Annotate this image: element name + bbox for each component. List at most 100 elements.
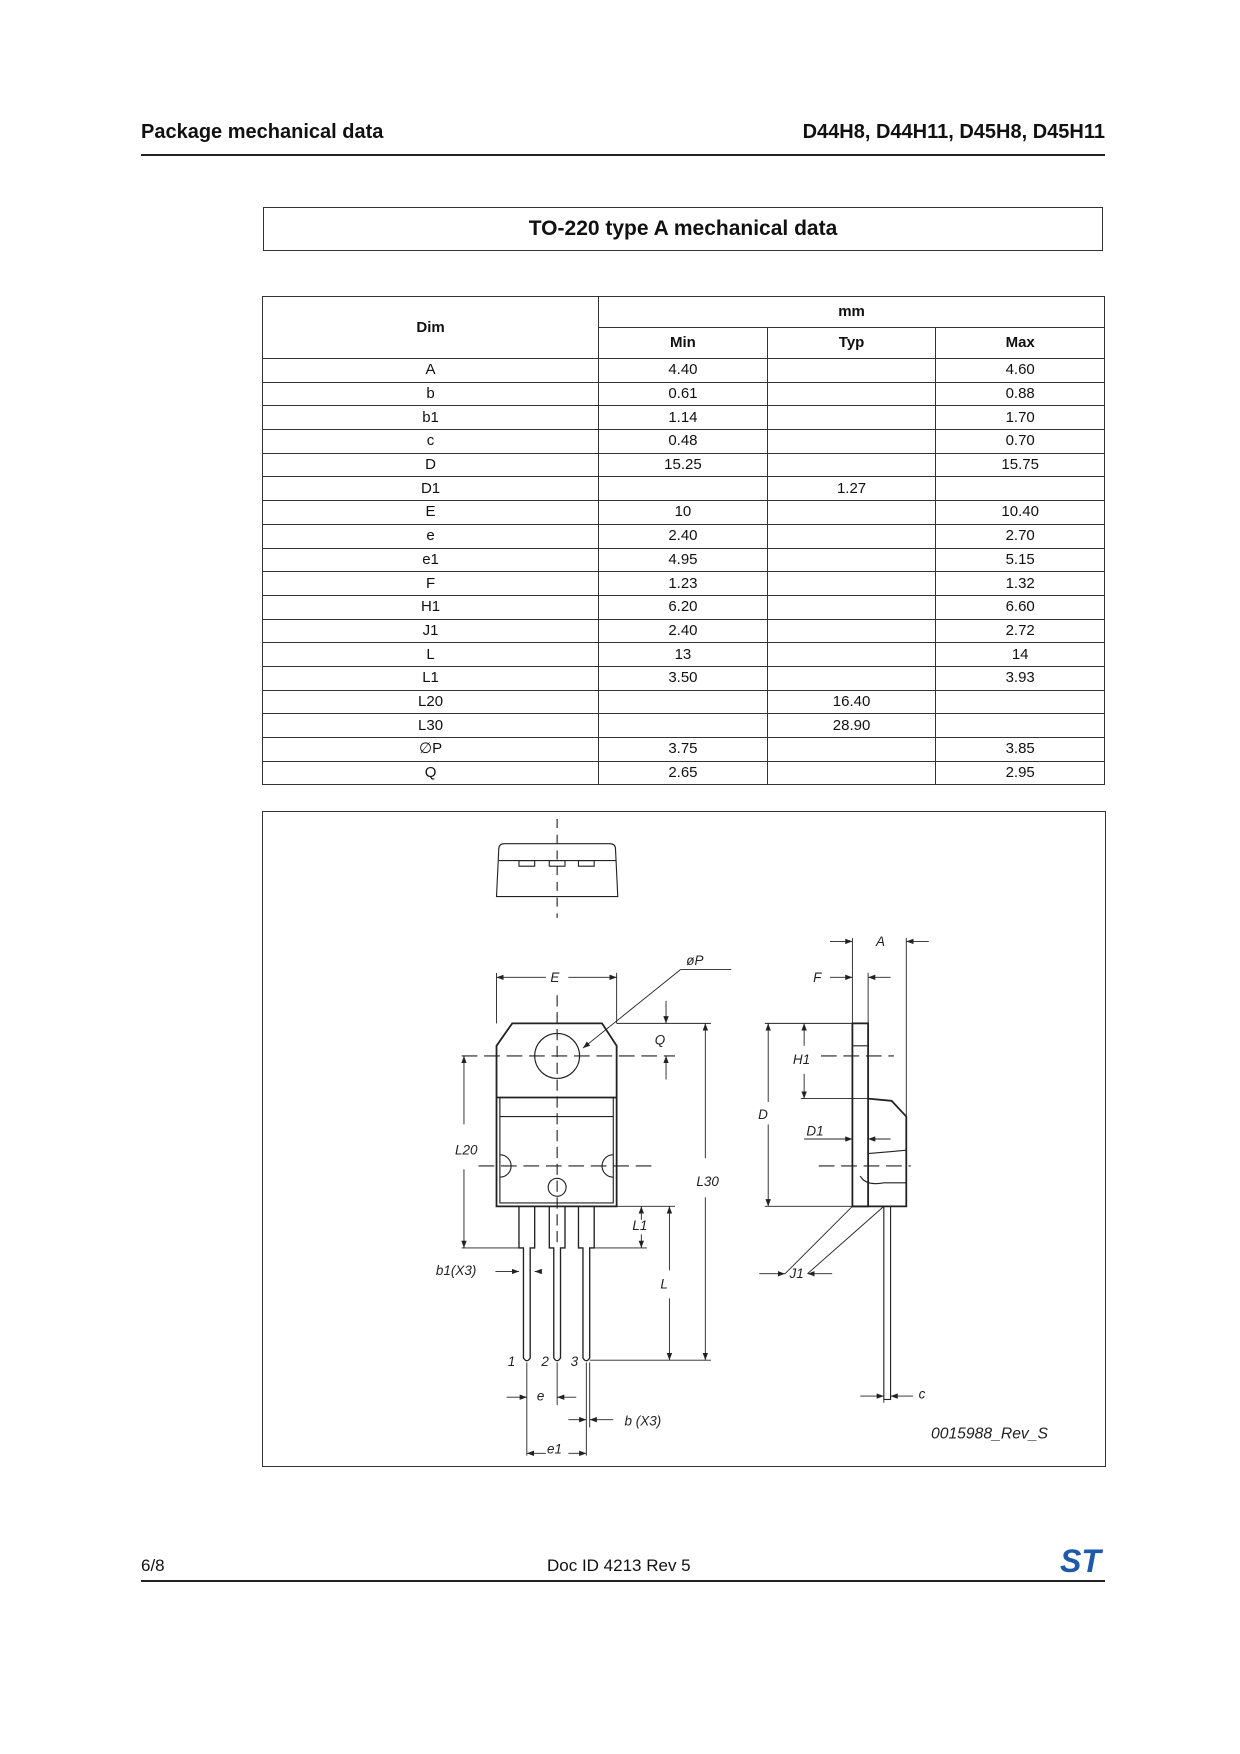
label-F: F [813,970,822,985]
typ-cell [766,571,937,596]
max-cell [935,689,1105,715]
min-cell: 10 [598,500,768,525]
table-row: D1 1.27 [261,476,1105,502]
min-cell: 4.40 [598,358,768,383]
drawing-reference: 0015988_Rev_S [931,1426,1049,1443]
label-pin1: 1 [508,1354,516,1369]
min-cell: 13 [598,642,768,667]
label-pin3: 3 [571,1354,579,1369]
footer-rule [141,1580,1105,1582]
dimension-labels: E øP Q L20 L30 L1 L b1(X3) 1 2 3 e b (X3… [436,934,1049,1456]
dim-cell: L [261,642,600,667]
typ-cell [766,618,937,644]
part-numbers: D44H8, D44H11, D45H8, D45H11 [802,121,1105,143]
typ-cell [766,665,937,691]
max-cell: 5.15 [935,547,1105,573]
max-header: Max [935,327,1105,359]
typ-cell [766,405,937,431]
section-title: Package mechanical data [141,121,384,143]
label-D: D [758,1107,768,1122]
svg-text:ST: ST [1060,1543,1103,1577]
label-oP: øP [686,953,703,968]
dim-cell: D [261,452,600,478]
typ-cell [766,452,937,478]
typ-cell [766,642,937,667]
dim-cell: D1 [261,476,600,502]
max-cell [935,476,1105,502]
max-cell: 6.60 [935,594,1105,620]
min-cell: 2.40 [598,523,768,549]
typ-cell [766,547,937,573]
st-logo: ST [1060,1543,1103,1577]
label-c: c [919,1386,926,1401]
table-title: TO-220 type A mechanical data [263,207,1103,251]
front-view [461,995,676,1362]
max-cell: 1.32 [935,571,1105,596]
label-L20: L20 [455,1143,478,1158]
dim-cell: A [261,358,600,383]
typ-cell [766,429,937,454]
min-cell: 2.40 [598,618,768,644]
dim-cell: E [261,500,600,525]
dim-cell: ∅P [261,737,600,762]
max-cell: 15.75 [935,452,1105,478]
min-cell [598,689,768,715]
max-cell: 10.40 [935,500,1105,525]
min-cell [598,476,768,502]
min-cell: 2.65 [598,760,768,786]
front-dimensions [461,969,732,1457]
dim-cell: e [261,523,600,549]
label-b1: b1(X3) [436,1263,476,1278]
label-e1: e1 [547,1441,562,1456]
label-D1: D1 [806,1124,823,1139]
label-J1: J1 [789,1266,804,1281]
dim-cell: b [261,381,600,407]
dim-cell: F [261,571,600,596]
label-pin2: 2 [540,1354,549,1369]
min-cell [598,713,768,738]
side-dimensions [759,938,929,1403]
label-L1: L1 [632,1218,647,1233]
dim-cell: L1 [261,665,600,691]
typ-cell [766,760,937,786]
dim-cell: b1 [261,405,600,431]
max-cell: 0.70 [935,429,1105,454]
typ-cell [766,500,937,525]
min-cell: 4.95 [598,547,768,573]
dim-cell: L30 [261,713,600,738]
max-cell: 1.70 [935,405,1105,431]
typ-cell: 16.40 [766,689,937,715]
to220-outline-drawing: E øP Q L20 L30 L1 L b1(X3) 1 2 3 e b (X3… [436,819,1049,1457]
max-cell: 2.72 [935,618,1105,644]
dim-header: Dim [261,296,600,359]
min-cell: 3.75 [598,737,768,762]
package-drawing: E øP Q L20 L30 L1 L b1(X3) 1 2 3 e b (X3… [262,811,1106,1467]
min-cell: 15.25 [598,452,768,478]
dim-cell: e1 [261,547,600,573]
typ-cell [766,523,937,549]
typ-cell [766,381,937,407]
typ-cell [766,594,937,620]
label-Q: Q [655,1033,666,1048]
min-header: Min [598,327,768,359]
label-L: L [660,1276,668,1291]
doc-id: Doc ID 4213 Rev 5 [547,1556,691,1575]
dim-cell: J1 [261,618,600,644]
min-cell: 6.20 [598,594,768,620]
min-cell: 1.23 [598,571,768,596]
typ-cell: 1.27 [766,476,937,502]
max-cell: 2.95 [935,760,1105,786]
